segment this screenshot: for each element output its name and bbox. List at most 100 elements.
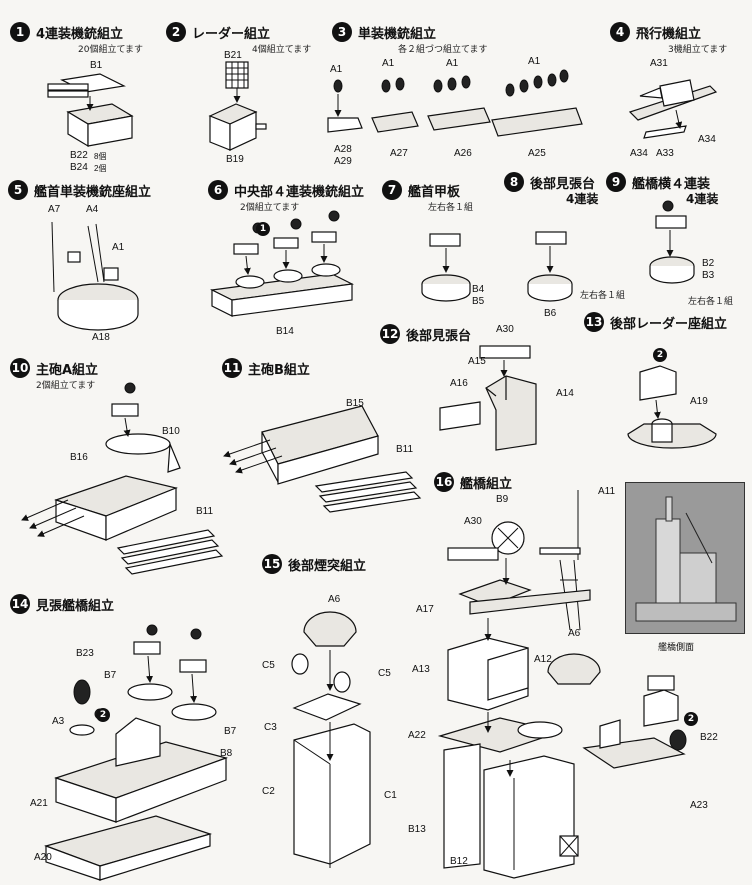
part-label: C1: [384, 790, 397, 801]
part-label: A26: [454, 148, 472, 159]
step-5-drawing: [51, 221, 139, 331]
part-label: A19: [690, 396, 708, 407]
step-4-title: 飛行機組立: [636, 26, 702, 42]
step-4-number: 4: [610, 22, 630, 42]
part-label: B11: [396, 444, 414, 455]
step-4-note: 3機組立てます: [668, 45, 728, 55]
step-3-drawing: [327, 69, 583, 137]
step-11-title: 主砲B組立: [248, 362, 310, 378]
step-15-title: 後部煙突組立: [288, 558, 367, 574]
photo-caption: 艦橋側面: [658, 643, 695, 653]
step-6-title: 中央部４連装機銃組立: [234, 184, 365, 200]
part-label: A25: [528, 148, 546, 159]
part-label: A23: [690, 800, 708, 811]
callout-marker: 2: [96, 708, 110, 722]
part-label: A11: [598, 486, 616, 497]
part-label: B7: [224, 726, 237, 737]
step-12-title: 後部見張台: [406, 328, 472, 344]
step-13-header: 13 後部レーダー座組立: [584, 312, 727, 332]
part-label: A28: [334, 144, 352, 155]
part-label: B16: [70, 452, 88, 463]
part-label: A30: [496, 324, 514, 335]
step-8-number: 8: [504, 172, 524, 192]
part-label: B23: [76, 648, 94, 659]
part-label: A30: [464, 516, 482, 527]
step-6-header: 6 中央部４連装機銃組立: [208, 180, 364, 200]
step-8-note: 左右各１組: [580, 291, 626, 301]
part-label: B8: [220, 748, 233, 759]
step-6-number: 6: [208, 180, 228, 200]
part-label: A6: [568, 628, 581, 639]
part-label: A1: [382, 58, 395, 69]
part-label: A18: [92, 332, 110, 343]
step-1-number: 1: [10, 22, 30, 42]
step-4-header: 4 飛行機組立: [610, 22, 701, 42]
step-12-drawing: [439, 345, 537, 451]
step-9-note: 左右各１組: [688, 297, 734, 307]
step-16-drawing: [437, 490, 687, 879]
step-1-drawing: [47, 73, 134, 148]
step-9-number: 9: [606, 172, 626, 192]
step-3-title: 単装機銃組立: [358, 26, 437, 42]
part-label: A3: [52, 716, 65, 727]
part-label: B3: [702, 270, 715, 281]
part-label: B10: [162, 426, 180, 437]
step-1-title: 4連装機銃組立: [36, 26, 124, 42]
step-7-drawing: [421, 233, 471, 302]
part-label: A1: [330, 64, 343, 75]
part-label: A1: [446, 58, 459, 69]
step-14-number: 14: [10, 594, 30, 614]
step-6-drawing: [209, 210, 355, 317]
step-9-subtitle: 4連装: [686, 192, 719, 206]
part-label: B21: [224, 50, 242, 61]
part-label: A22: [408, 730, 426, 741]
part-label: A1: [112, 242, 125, 253]
step-5-header: 5 艦首単装機銃座組立: [8, 180, 151, 200]
part-label: B5: [472, 296, 485, 307]
step-13-title: 後部レーダー座組立: [610, 316, 728, 332]
part-label: A4: [86, 204, 99, 215]
step-15-drawing: [291, 611, 371, 868]
step-9-header: 9 艦橋横４連装: [606, 172, 710, 192]
step-11-number: 11: [222, 358, 242, 378]
part-label: A21: [30, 798, 48, 809]
step-5-title: 艦首単装機銃座組立: [34, 184, 152, 200]
step-2-drawing: [208, 61, 267, 151]
callout-marker: 2: [653, 348, 667, 362]
part-label: A6: [328, 594, 341, 605]
part-label: C5: [262, 660, 275, 671]
part-label: A7: [48, 204, 61, 215]
part-label: B24: [70, 162, 88, 173]
step-11-drawing: [223, 405, 422, 513]
callout-marker: 1: [256, 222, 270, 236]
step-12-number: 12: [380, 324, 400, 344]
step-12-header: 12 後部見張台: [380, 324, 471, 344]
part-label: A12: [534, 654, 552, 665]
part-label: B15: [346, 398, 364, 409]
part-label: C5: [378, 668, 391, 679]
part-label: A15: [468, 356, 486, 367]
part-label: B22: [700, 732, 718, 743]
step-8-drawing: [527, 231, 573, 302]
step-2-header: 2 レーダー組立: [166, 22, 270, 42]
step-5-number: 5: [8, 180, 28, 200]
step-2-title: レーダー組立: [192, 26, 271, 42]
part-label: A29: [334, 156, 352, 167]
part-label: A34: [698, 134, 716, 145]
step-3-header: 3 単装機銃組立: [332, 22, 436, 42]
step-7-number: 7: [382, 180, 402, 200]
step-10-header: 10 主砲A組立: [10, 358, 98, 378]
part-label: B13: [408, 824, 426, 835]
part-label: A20: [34, 852, 52, 863]
step-9-drawing: [649, 200, 695, 284]
part-label: C3: [264, 722, 277, 733]
step-8-subtitle: 4連装: [566, 192, 599, 206]
step-14-drawing: [44, 624, 228, 881]
part-label: B2: [702, 258, 715, 269]
part-label: A17: [416, 604, 434, 615]
part-label: B4: [472, 284, 485, 295]
part-label: B1: [90, 60, 103, 71]
step-16-number: 16: [434, 472, 454, 492]
